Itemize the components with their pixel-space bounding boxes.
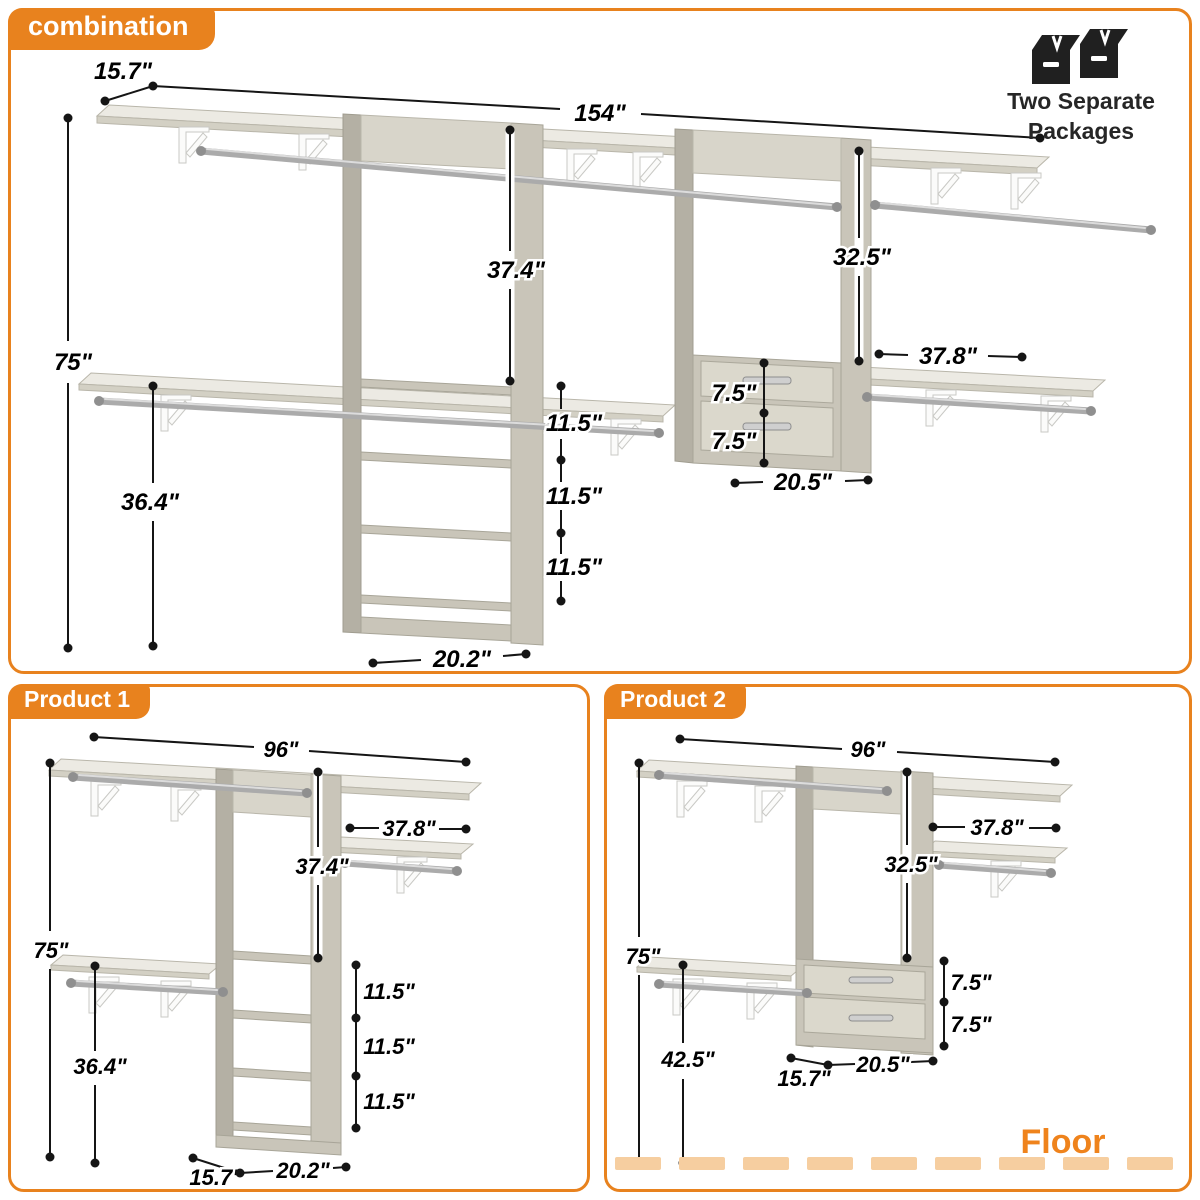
shelf-tower	[342, 113, 544, 646]
combination-diagram: 15.7" 154" 75" 37.4"	[51, 56, 1156, 671]
svg-text:96": 96"	[851, 737, 886, 762]
dim-total-width: 154"	[152, 85, 1045, 143]
svg-text:11.5": 11.5"	[363, 979, 415, 1004]
dim-shelf-gaps: 11.5" 11.5" 11.5"	[543, 381, 605, 606]
right-side-shelf	[847, 366, 1107, 398]
dim-tower-depth: 15.7"	[775, 1053, 834, 1094]
svg-text:11.5": 11.5"	[546, 554, 603, 581]
dim-side-shelf-width: 37.8"	[874, 341, 1027, 373]
two-packages-note: Two Separate Packages	[983, 23, 1179, 145]
drawer-tower	[674, 128, 872, 474]
right-side-shelf	[921, 840, 1069, 864]
svg-text:75": 75"	[54, 349, 93, 376]
floor-label: Floor	[1021, 1123, 1106, 1161]
combination-badge: combination	[8, 8, 215, 50]
svg-text:20.2": 20.2"	[432, 646, 492, 671]
svg-text:20.5": 20.5"	[773, 469, 833, 496]
svg-text:42.5": 42.5"	[660, 1047, 715, 1072]
svg-text:11.5": 11.5"	[546, 483, 603, 510]
dim-tower-width: 20.2"	[368, 644, 531, 671]
dim-tower-open-height: 32.5"	[882, 767, 941, 963]
dim-total-height: 75"	[51, 113, 95, 653]
dim-total-height: 75"	[623, 758, 664, 1168]
product2-panel: Product 2	[604, 684, 1192, 1192]
dim-tower-open-height: 37.4"	[484, 125, 548, 386]
dim-total-width: 96"	[675, 734, 1060, 767]
dim-rod-height: 42.5"	[658, 960, 718, 1168]
svg-text:37.8": 37.8"	[970, 815, 1024, 840]
dim-drawer-unit-width: 20.5"	[730, 467, 873, 499]
svg-text:96": 96"	[264, 737, 299, 762]
svg-text:75": 75"	[626, 944, 661, 969]
svg-text:7.5": 7.5"	[950, 970, 992, 995]
dim-depth: 15.7"	[91, 56, 158, 106]
dim-lower-height: 36.4"	[118, 381, 182, 651]
svg-text:11.5": 11.5"	[546, 410, 603, 437]
drawer-handle	[742, 376, 792, 385]
svg-text:75": 75"	[34, 938, 69, 963]
product2-badge: Product 2	[604, 684, 747, 720]
dim-drawer-open-height: 32.5"	[830, 146, 894, 366]
dim-tower-depth: 15.7"	[187, 1153, 246, 1189]
drawer-handle	[848, 976, 894, 984]
svg-text:37.4": 37.4"	[295, 854, 349, 879]
product1-diagram: 96" 75" 37.8" 37.4"	[31, 732, 483, 1189]
middle-shelf	[635, 956, 805, 982]
combination-panel: combination Two Separate Packages	[8, 8, 1192, 674]
middle-shelf	[49, 954, 223, 980]
svg-text:32.5": 32.5"	[833, 244, 892, 271]
product1-panel: Product 1	[8, 684, 590, 1192]
svg-text:32.5": 32.5"	[884, 852, 938, 877]
floor: Floor	[615, 1123, 1173, 1170]
product1-badge: Product 1	[8, 684, 151, 720]
dim-drawer-heights: 7.5" 7.5"	[709, 358, 769, 468]
two-packages-line2: Packages	[1027, 118, 1135, 145]
drawer-handle	[742, 422, 792, 431]
drawer-handle	[848, 1014, 894, 1022]
dim-total-width: 96"	[89, 732, 471, 767]
dim-drawer-heights: 7.5" 7.5"	[939, 956, 995, 1051]
svg-text:37.4": 37.4"	[487, 257, 546, 284]
svg-text:37.8": 37.8"	[919, 343, 978, 370]
svg-text:36.4": 36.4"	[73, 1054, 127, 1079]
svg-text:15.7": 15.7"	[189, 1165, 243, 1189]
dim-shelf-gaps: 11.5" 11.5" 11.5"	[351, 960, 418, 1133]
svg-text:7.5": 7.5"	[712, 428, 757, 455]
drawer-tower	[795, 765, 934, 1056]
two-packages-line1: Two Separate	[1007, 88, 1155, 114]
svg-text:20.5": 20.5"	[855, 1052, 910, 1077]
dim-total-height: 75"	[31, 758, 72, 1162]
product2-diagram: 96" 75" 37.8" 32.5"	[615, 734, 1173, 1170]
svg-text:15.7": 15.7"	[777, 1066, 831, 1091]
dim-side-shelf-width: 37.8"	[928, 813, 1061, 843]
hanging-rods	[66, 772, 462, 997]
svg-text:11.5": 11.5"	[363, 1034, 415, 1059]
svg-text:36.4": 36.4"	[121, 489, 180, 516]
svg-text:37.8": 37.8"	[382, 816, 436, 841]
dim-drawer-unit-width: 20.5"	[823, 1050, 938, 1080]
package-boxes-icon	[1030, 27, 1130, 85]
svg-text:15.7": 15.7"	[94, 58, 153, 85]
dim-lower-height: 36.4"	[71, 961, 130, 1168]
svg-text:7.5": 7.5"	[712, 380, 757, 407]
svg-text:154": 154"	[574, 100, 626, 127]
dim-tower-open-height: 37.4"	[293, 767, 352, 963]
shelf-tower	[215, 768, 342, 1156]
dim-tower-width: 20.2"	[235, 1156, 351, 1186]
svg-text:7.5": 7.5"	[950, 1012, 992, 1037]
svg-text:11.5": 11.5"	[363, 1089, 415, 1114]
svg-text:20.2": 20.2"	[275, 1158, 330, 1183]
hanging-rods	[94, 146, 1156, 438]
dim-side-shelf-width: 37.8"	[345, 814, 471, 844]
